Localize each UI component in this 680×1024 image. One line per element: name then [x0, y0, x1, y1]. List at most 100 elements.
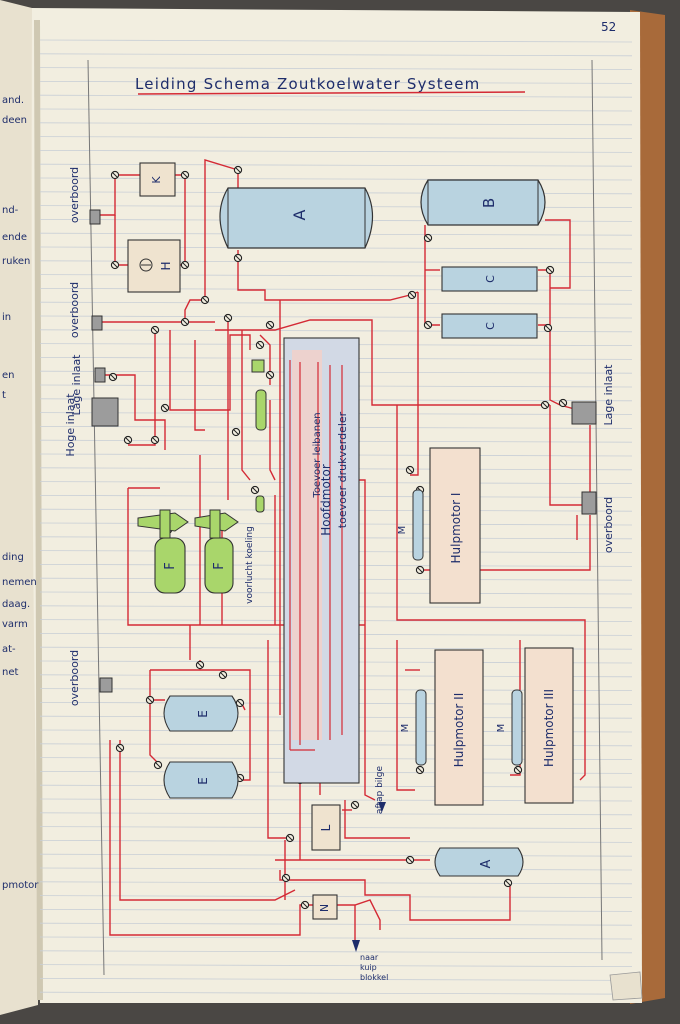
valves	[108, 165, 595, 910]
valve-stem	[267, 372, 273, 378]
tank-c2-label: C	[484, 322, 497, 330]
overboord-label-2: overboord	[68, 282, 81, 338]
margin-text-fragment: daag.	[2, 599, 30, 610]
right-margin-line	[591, 59, 603, 961]
valve-stem	[257, 342, 263, 348]
box-l-label: L	[319, 824, 333, 831]
tank-e1: E	[163, 695, 239, 732]
valve-stem	[560, 400, 566, 406]
valve-stem	[515, 767, 521, 773]
valve-stem	[233, 429, 239, 435]
valve-stem	[547, 267, 553, 273]
valve-stem	[147, 697, 153, 703]
naar-label: naar	[360, 953, 379, 962]
page-gutter	[34, 19, 43, 1001]
valve-stem	[110, 374, 116, 380]
tank-b: B	[420, 179, 546, 226]
valve-stem	[182, 319, 188, 325]
tank-b-label: B	[480, 198, 498, 208]
valve-stem	[220, 672, 226, 678]
lage-inlaat-left-label: Lage inlaat	[70, 354, 83, 416]
valve-stem	[287, 835, 293, 841]
valve-stem	[542, 402, 548, 408]
tank-c2: C	[441, 313, 538, 339]
valve-stem	[152, 437, 158, 443]
margin-text-fragment: nemen	[2, 577, 37, 588]
main-engine-label: Hoofdmotor	[319, 464, 333, 536]
overboord-label-4: overboord	[68, 650, 81, 706]
tank-e2: E	[163, 761, 239, 799]
valve-stem	[235, 167, 241, 173]
valve-stem	[417, 767, 423, 773]
margin-text-fragment: en	[2, 370, 15, 381]
hulpmotor-3: Hulpmotor III	[524, 647, 574, 804]
cooler-m3: M	[496, 689, 523, 766]
page-corner-tear	[609, 971, 643, 1001]
cooler-m2-label: M	[400, 724, 411, 733]
valve-stem	[417, 567, 423, 573]
pump-f1: F	[137, 509, 189, 594]
margin-text-fragment: t	[2, 390, 6, 401]
valve-stem	[302, 902, 308, 908]
cooler-m1: M	[397, 489, 424, 561]
valve-stem	[545, 325, 551, 331]
page-number: 52	[601, 20, 616, 34]
margin-text-fragment: ende	[2, 232, 27, 243]
box-l: L	[311, 804, 341, 851]
box-k: K	[139, 162, 176, 197]
kuip-label: kuip	[360, 963, 377, 972]
voorlucht-label: voorlucht koeling	[245, 526, 255, 604]
overboord-label-1: overboord	[68, 167, 81, 223]
lage-inlaat-right-label: Lage inlaat	[602, 364, 615, 426]
margin-text-fragment: nd-	[2, 205, 19, 216]
main-engine-sublabel-1: toevoer drukverdeler	[336, 411, 349, 528]
valve-stem	[182, 172, 188, 178]
valve-stem	[202, 297, 208, 303]
cooler-m3-label: M	[496, 724, 507, 733]
tank-e2-label: E	[196, 777, 210, 785]
valve-stem	[182, 262, 188, 268]
valve-stem	[112, 172, 118, 178]
valve-stem	[235, 255, 241, 261]
outlet-arrow-icon	[352, 940, 360, 952]
main-engine: Hoofdmotor toevoer drukverdeler Toevoer …	[283, 337, 360, 784]
main-engine-sublabel-2: Toevoer leibanen	[312, 412, 323, 498]
valve-stem	[425, 235, 431, 241]
valve-stem	[237, 700, 243, 706]
aftap-label: aftap bilge	[375, 765, 385, 814]
valve-stem	[409, 292, 415, 298]
tank-c1-label: C	[484, 275, 497, 283]
cooler-m1-label: M	[397, 526, 408, 535]
valve-stem	[407, 857, 413, 863]
valve-stem	[505, 880, 511, 886]
valve-stem	[352, 802, 358, 808]
tank-a-top: A	[219, 187, 374, 249]
box-h: H	[127, 239, 181, 293]
pump-f2: F	[194, 509, 239, 594]
valve-stem	[425, 322, 431, 328]
aftap-arrow-icon	[378, 802, 386, 812]
margin-text-fragment: varm	[2, 619, 28, 630]
hulpmotor-2-label: Hulpmotor II	[452, 693, 466, 767]
tank-a-bottom: A	[434, 847, 524, 877]
hull-fittings	[89, 209, 597, 693]
valve-stem	[152, 327, 158, 333]
overboord-label-3: overboord	[602, 497, 615, 553]
valve-stem	[162, 405, 168, 411]
small-green-fittings	[251, 359, 267, 513]
box-k-label: K	[150, 176, 163, 184]
margin-text-fragment: deen	[2, 115, 27, 126]
margin-text-fragment: ruken	[2, 256, 30, 267]
valve-stem	[155, 762, 161, 768]
margin-text-fragment: pmotor	[2, 880, 39, 891]
hulpmotor-1-label: Hulpmotor I	[449, 493, 463, 564]
hulpmotor-3-label: Hulpmotor III	[542, 689, 556, 767]
title-underline	[137, 91, 526, 95]
valve-stem	[283, 875, 289, 881]
cooler-m2: M	[400, 689, 427, 766]
tank-e1-label: E	[196, 710, 210, 718]
margin-text-fragment: at-	[2, 644, 16, 655]
valve-stem	[267, 322, 273, 328]
tank-a-top-label: A	[290, 209, 309, 220]
